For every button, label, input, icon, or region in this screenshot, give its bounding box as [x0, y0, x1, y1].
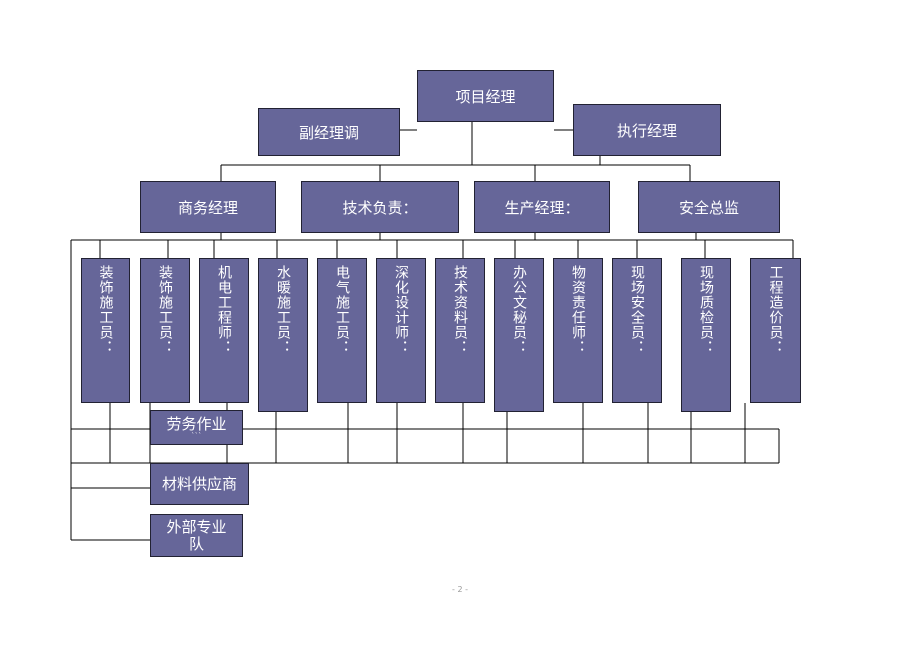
staff-box: 装饰施工员：: [81, 258, 130, 403]
staff-box: 办公文秘员：: [494, 258, 544, 412]
production-manager-label: 生产经理：: [504, 198, 580, 217]
staff-label: 水暖施工员：: [275, 265, 291, 355]
staff-label: 装饰施工员：: [157, 265, 173, 355]
staff-box: 现场质检员：: [681, 258, 731, 412]
materials-supplier-label: 材料供应商: [161, 474, 237, 493]
labor-box: 劳务作业 ```: [150, 410, 243, 445]
labor-label: 劳务作业: [166, 415, 227, 433]
staff-label: 机电工程师：: [216, 265, 232, 355]
staff-label: 物资责任师：: [570, 265, 586, 355]
staff-box: 物资责任师：: [553, 258, 603, 403]
labor-label-tail: ```: [191, 432, 202, 440]
project-manager-box: 项目经理: [417, 70, 554, 122]
staff-box: 技术资料员：: [435, 258, 485, 403]
safety-director-label: 安全总监: [678, 198, 739, 217]
technical-lead-label: 技术负责：: [342, 198, 418, 217]
technical-lead-box: 技术负责：: [301, 181, 459, 233]
staff-box: 深化设计师：: [376, 258, 426, 403]
executive-manager-label: 执行经理: [616, 121, 677, 140]
staff-box: 装饰施工员：: [140, 258, 190, 403]
safety-director-box: 安全总监: [638, 181, 780, 233]
page-number: - 2 -: [452, 585, 468, 594]
staff-box: 电气施工员：: [317, 258, 367, 403]
staff-label: 现场质检员：: [698, 265, 714, 355]
production-manager-box: 生产经理：: [474, 181, 610, 233]
materials-supplier-box: 材料供应商: [150, 463, 249, 505]
staff-box: 机电工程师：: [199, 258, 249, 403]
project-manager-label: 项目经理: [455, 87, 516, 106]
staff-box: 水暖施工员：: [258, 258, 308, 412]
external-team-label: 外部专业队: [166, 517, 227, 553]
deputy-manager-label: 副经理调: [298, 123, 359, 142]
executive-manager-box: 执行经理: [573, 104, 721, 156]
staff-label: 工程造价员：: [767, 265, 784, 355]
external-team-box: 外部专业队: [150, 514, 243, 557]
staff-box: 现场安全员：: [612, 258, 662, 403]
staff-label: 技术资料员：: [452, 265, 468, 355]
deputy-manager-box: 副经理调: [258, 108, 400, 156]
staff-label: 电气施工员：: [334, 265, 350, 355]
staff-label: 深化设计师：: [393, 265, 409, 355]
staff-label: 办公文秘员：: [511, 265, 527, 355]
staff-box: 工程造价员：: [750, 258, 801, 403]
staff-label: 装饰施工员：: [97, 265, 114, 355]
staff-label: 现场安全员：: [629, 265, 645, 355]
business-manager-box: 商务经理: [140, 181, 276, 233]
business-manager-label: 商务经理: [177, 198, 238, 217]
